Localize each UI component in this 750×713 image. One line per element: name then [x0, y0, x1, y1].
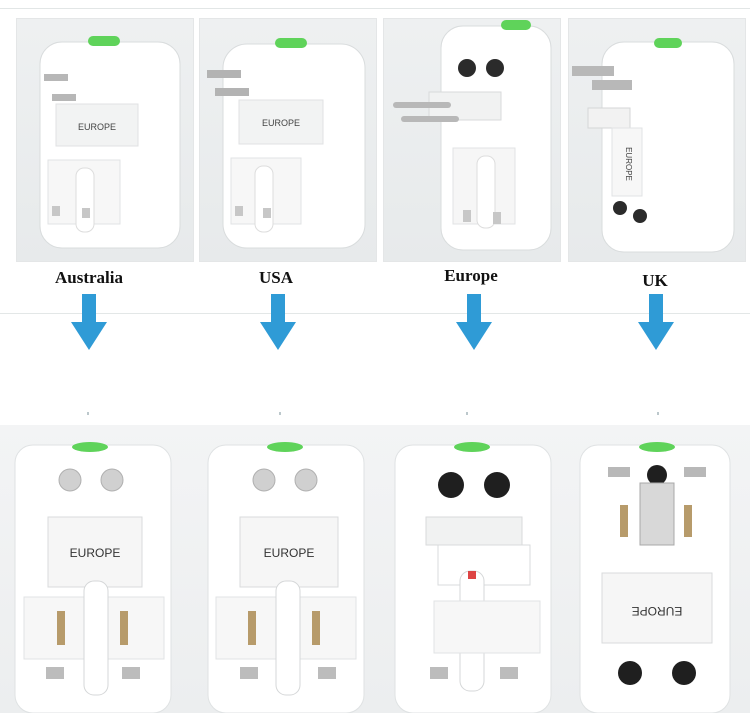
top-divider — [0, 8, 750, 9]
europe-text: EUROPE — [264, 546, 315, 560]
down-arrow-icon — [456, 294, 492, 350]
tick-mark — [657, 412, 659, 415]
down-arrow-icon — [638, 294, 674, 350]
adapter-2: EUROPE — [207, 442, 365, 713]
label-europe: Europe — [444, 266, 498, 285]
photo-usa-adapter: EUROPE — [199, 18, 377, 262]
bottom-photo-strip: EUROPE EUROPE — [0, 425, 750, 713]
europe-text: EUROPE — [632, 604, 683, 618]
down-arrow-icon — [71, 294, 107, 350]
europe-text: EUROPE — [70, 546, 121, 560]
photo-australia-adapter: EUROPE — [16, 18, 194, 262]
photo-uk-adapter: EUROPE — [568, 18, 746, 262]
label-australia: Australia — [55, 268, 123, 287]
europe-text: EUROPE — [624, 147, 633, 181]
adapter-3 — [394, 442, 552, 713]
middle-divider — [0, 313, 750, 314]
europe-text: EUROPE — [262, 118, 300, 128]
label-usa: USA — [258, 268, 293, 287]
tick-mark — [466, 412, 468, 415]
label-uk: UK — [642, 271, 668, 290]
europe-text: EUROPE — [78, 122, 116, 132]
adapter-1: EUROPE — [14, 442, 172, 713]
tick-mark — [87, 412, 89, 415]
photo-europe-adapter — [383, 18, 561, 262]
tick-mark — [279, 412, 281, 415]
down-arrow-icon — [260, 294, 296, 350]
adapter-4: EUROPE — [579, 442, 731, 713]
